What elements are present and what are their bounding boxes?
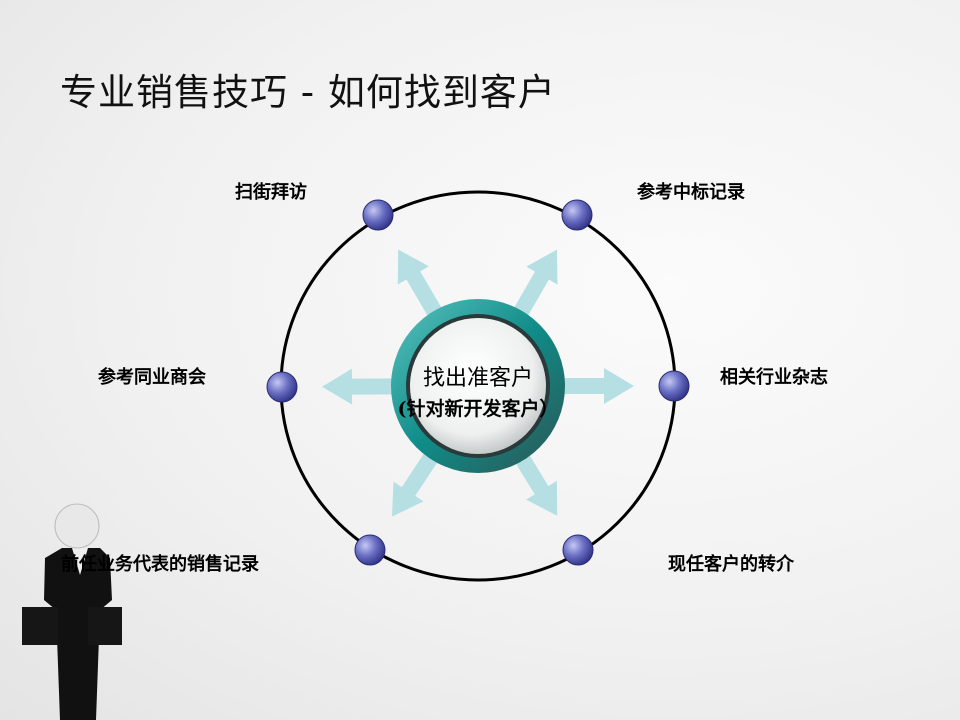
node-dot-4 — [354, 534, 386, 566]
node-label-street-visit: 扫街拜访 — [235, 182, 307, 203]
arrow-2 — [322, 368, 418, 405]
node-label-bid-records: 参考中标记录 — [637, 182, 745, 203]
center-title: 找出准客户 — [422, 366, 533, 391]
businessman-figure — [22, 503, 122, 720]
node-label-trade-association: 参考同业商会 — [98, 367, 206, 388]
center-subtitle: (针对新开发客户） — [397, 398, 559, 420]
arrow-3 — [538, 368, 634, 404]
node-label-customer-referrals: 现任客户的转介 — [668, 554, 794, 575]
node-dot-5 — [562, 534, 594, 566]
node-dot-0 — [362, 199, 394, 231]
node-dot-3 — [658, 370, 690, 402]
node-label-industry-magazines: 相关行业杂志 — [720, 367, 828, 388]
node-dot-2 — [266, 371, 298, 403]
center-disc — [410, 318, 546, 454]
node-dot-1 — [561, 199, 593, 231]
node-label-former-rep-records: 前任业务代表的销售记录 — [61, 554, 259, 575]
slide-title: 专业销售技巧 - 如何找到客户 — [60, 71, 556, 114]
